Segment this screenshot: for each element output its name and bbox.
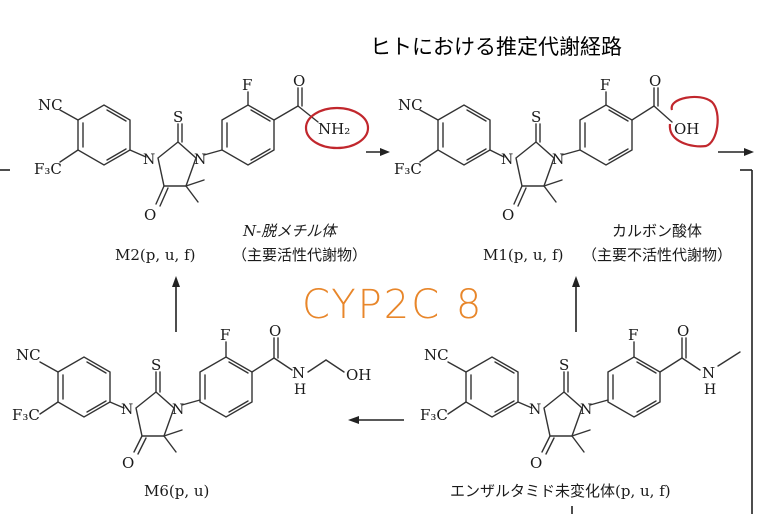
m1-note: （主要不活性代謝物）	[582, 246, 732, 264]
arrowhead-m1-onward	[744, 148, 754, 156]
m6-group-s: S	[151, 356, 161, 374]
m2-group-o-amide: O	[293, 72, 305, 90]
molecule-m6: NC F₃C F S O O N H OH N N M6(p, u)	[12, 322, 371, 500]
m1-oh-highlight	[668, 95, 719, 148]
m6-group-o-ring: O	[122, 454, 134, 472]
m1-ring-n1: N	[501, 152, 513, 168]
molecule-m2: NC F₃C F S O O NH₂ N N N-脱メチル体 M2(p, u, …	[34, 72, 370, 264]
arrowhead-parent-to-m6	[348, 416, 359, 424]
m2-name: M2(p, u, f)	[115, 246, 196, 264]
arrowhead-parent-to-m1	[572, 276, 580, 287]
m6-ring-n1: N	[121, 402, 133, 418]
m6-group-f: F	[220, 326, 230, 344]
m2-group-f: F	[242, 76, 252, 94]
m1-description: カルボン酸体	[612, 222, 702, 240]
parent-group-o-ring: O	[530, 454, 542, 472]
molecule-m1: NC F₃C F S O O OH N N カルボン酸体 M1(p, u, f)…	[394, 72, 732, 264]
m6-group-n: N	[292, 364, 305, 382]
m2-group-o-ring: O	[144, 206, 156, 224]
diagram-title: ヒトにおける推定代謝経路	[370, 35, 622, 59]
m2-note: （主要活性代謝物）	[232, 246, 367, 264]
m1-ring-n2: N	[552, 152, 564, 168]
parent-name: エンザルタミド未変化体(p, u, f)	[450, 482, 671, 500]
parent-group-f: F	[628, 326, 638, 344]
arrowhead-m6-to-m2	[172, 276, 180, 287]
parent-group-n: N	[702, 364, 715, 382]
m1-group-s: S	[531, 108, 541, 126]
m2-ring-n2: N	[194, 152, 206, 168]
m1-name: M1(p, u, f)	[483, 246, 564, 264]
m2-group-nh2: NH₂	[318, 120, 350, 138]
m1-group-f: F	[600, 76, 610, 94]
m1-group-o-acid: O	[649, 72, 661, 90]
parent-group-s: S	[559, 356, 569, 374]
m6-name: M6(p, u)	[144, 482, 209, 500]
m1-group-nc: NC	[398, 96, 423, 114]
m2-description: N-脱メチル体	[242, 222, 338, 240]
parent-ring-n2: N	[580, 402, 592, 418]
parent-group-o-amide: O	[677, 322, 689, 340]
m6-group-cf3: F₃C	[12, 406, 40, 424]
parent-group-h: H	[704, 382, 716, 398]
m1-group-oh: OH	[674, 120, 699, 138]
m2-nh2-highlight	[304, 106, 370, 150]
pathway-arrows	[0, 148, 754, 514]
m2-group-s: S	[173, 108, 183, 126]
m6-group-h: H	[294, 382, 306, 398]
m1-group-o-ring: O	[502, 206, 514, 224]
m2-group-cf3: F₃C	[34, 160, 62, 178]
m2-ring-n1: N	[143, 152, 155, 168]
m6-ring-n2: N	[172, 402, 184, 418]
parent-ring-n1: N	[529, 402, 541, 418]
cyp-annotation: CYP2C 8	[302, 282, 483, 328]
m1-group-cf3: F₃C	[394, 160, 422, 178]
molecule-parent: NC F₃C F S O O N H N N エンザルタミド未変化体(p, u,…	[420, 322, 741, 500]
m2-group-nc: NC	[38, 96, 63, 114]
parent-group-nc: NC	[424, 346, 449, 364]
m6-group-oh: OH	[346, 366, 371, 384]
parent-group-cf3: F₃C	[420, 406, 448, 424]
m6-group-nc: NC	[16, 346, 41, 364]
arrowhead-m2-to-m1	[380, 148, 390, 156]
m6-group-o-amide: O	[269, 322, 281, 340]
